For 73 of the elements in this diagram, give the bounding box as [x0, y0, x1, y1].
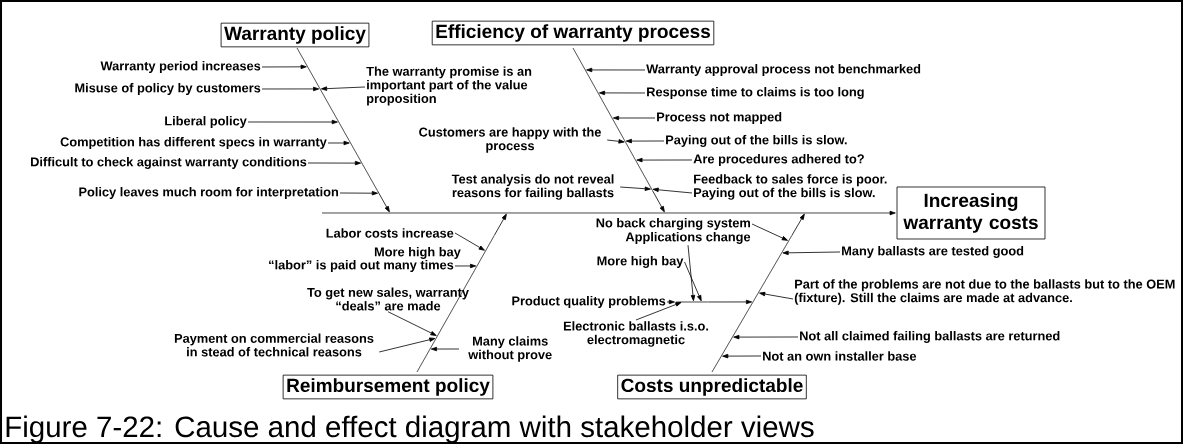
cause-text: Difficult to check against warranty conditions: [31, 157, 307, 169]
cause-text: Part of the problems are not due to the ballasts but to the OEM (fixture). Still the claims are made at advance.: [794, 279, 1175, 305]
cause-text: More high bay: [597, 256, 684, 268]
cause-text: Misuse of policy by customers: [75, 83, 261, 95]
arrow: [606, 139, 625, 144]
arrow: [454, 263, 477, 269]
arrow: [321, 86, 366, 91]
cause-text: Not all claimed failing ballasts are returned: [800, 331, 1060, 343]
arrow: [687, 244, 696, 302]
arrow: [652, 187, 693, 194]
branch-line: [675, 301, 709, 303]
cause-text: Many ballasts are tested good: [842, 246, 1024, 258]
arrow: [307, 160, 361, 166]
arrow: [612, 115, 656, 121]
cause-text: Warranty approval process not benchmarked: [646, 64, 921, 76]
arrow: [782, 250, 841, 256]
arrow: [619, 186, 651, 191]
arrow: [387, 311, 437, 336]
category-box: Costs unpredictable: [617, 374, 807, 400]
cause-text: Response time to claims is too long: [647, 87, 864, 99]
arrow: [722, 353, 762, 359]
cause-text: More high bay: [374, 247, 461, 259]
arrow: [339, 191, 378, 196]
cause-text: Warranty period increases: [100, 61, 261, 73]
arrow: [327, 140, 350, 146]
cause-text: Are procedures adhered to?: [693, 154, 864, 166]
cause-text: “labor” is paid out many times: [269, 260, 454, 272]
arrow: [759, 291, 794, 300]
arrow: [652, 190, 665, 213]
arrow: [261, 86, 320, 92]
arrow: [791, 213, 805, 236]
cause-text: Policy leaves much room for interpretation: [79, 187, 338, 199]
cause-text: Process not mapped: [657, 112, 782, 124]
cause-text: Feedback to sales force is poor. Paying out of the bills is slow.: [694, 174, 887, 200]
cause-text: Not an own installer base: [763, 351, 917, 361]
arrow: [378, 337, 436, 353]
arrow: [430, 346, 460, 352]
effect-box: Increasing warranty costs: [896, 186, 1046, 240]
arrow: [707, 299, 753, 305]
arrow: [733, 334, 799, 340]
category-box: Efficiency of warranty process: [431, 20, 715, 46]
cause-text: To get new sales, warranty “deals” are made: [307, 287, 469, 311]
cause-text: Customers are happy with the process: [419, 127, 601, 153]
arrow: [751, 223, 788, 241]
arrow: [636, 157, 693, 163]
cause-text: Paying out of the bills is slow.: [666, 135, 847, 147]
cause-text: The warranty promise is an important part of the value proposition: [366, 66, 532, 106]
cause-text: No back charging system: [596, 218, 750, 230]
arrow: [888, 210, 896, 216]
spine-line: [321, 212, 890, 214]
cause-text: Liberal policy: [165, 116, 247, 128]
arrow: [376, 190, 390, 213]
arrow: [586, 67, 646, 73]
category-box: Reimbursement policy: [282, 374, 494, 400]
arrow: [625, 138, 665, 144]
arrow: [261, 64, 307, 70]
figure-caption: Figure 7-22: Cause and effect diagram with stakeholder views: [6, 415, 814, 444]
cause-text: Many claims without prove: [468, 336, 552, 362]
arrow: [684, 261, 702, 302]
cause-text: Test analysis do not reveal reasons for failing ballasts: [451, 174, 614, 200]
cause-text: Applications change: [625, 232, 751, 244]
cause-text: Payment on commercial reasons in stead of technical reasons: [174, 333, 374, 357]
arrow: [454, 232, 485, 251]
cause-text: Competition has different specs in warranty: [60, 137, 327, 149]
arrow: [493, 213, 507, 236]
arrow: [666, 299, 675, 305]
arrow: [247, 119, 338, 125]
arrow: [598, 90, 646, 96]
cause-text: Product quality problems: [512, 296, 666, 308]
cause-text: Labor costs increase: [326, 228, 454, 238]
arrow: [635, 302, 682, 321]
category-box: Warranty policy: [220, 22, 370, 48]
cause-text: Electronic ballasts i.s.o. electromagnetic: [563, 321, 709, 347]
